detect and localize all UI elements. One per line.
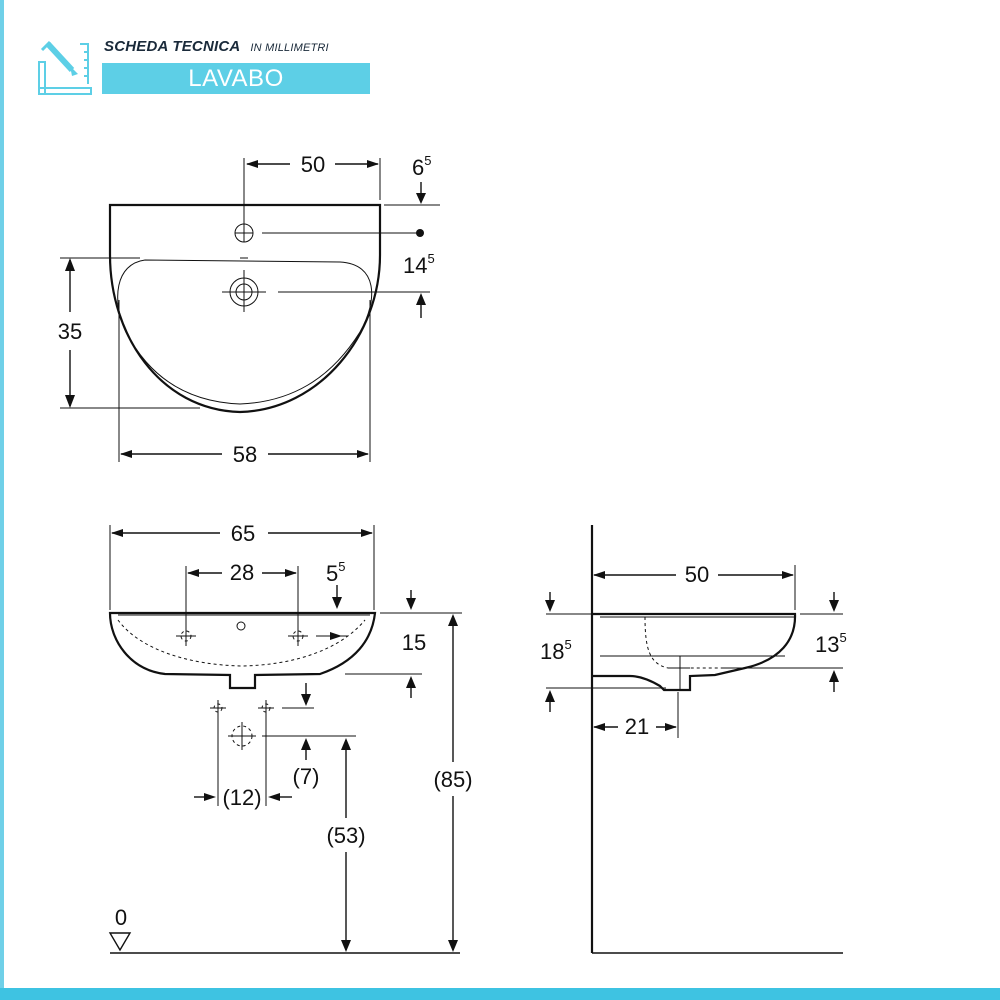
top-view: 50 65 145 35 58 [58,152,440,467]
front-outline [108,611,377,690]
bottom-frame-bar [0,988,1000,1000]
front-dim-total-width: 65 [231,521,255,546]
left-frame-bar [0,0,4,1000]
ruler-pencil-icon [38,40,92,95]
side-dim-depth: 50 [685,562,709,587]
front-dim-height: 15 [402,630,426,655]
header-subtitle: IN MILLIMETRI [250,42,329,54]
front-dim-tap-spacing: 28 [230,560,254,585]
top-dim-depth: 35 [58,319,82,344]
top-dim-tap-offset: 65 [412,153,431,180]
side-view: 50 185 135 21 [540,525,847,954]
side-dim-bowl-height: 135 [815,630,847,657]
top-dim-drain-offset: 145 [403,251,435,278]
front-dim-supply-offset: (7) [293,764,320,789]
front-view: 65 28 55 15 [108,521,473,954]
top-dim-tap-width: 50 [301,152,325,177]
header-title: SCHEDA TECNICA IN MILLIMETRI [104,38,329,55]
top-outline [108,203,382,414]
front-dim-rim-offset: 55 [326,559,345,586]
floor-level-label: 0 [115,905,127,930]
header-title-text: SCHEDA TECNICA [104,38,241,55]
level-triangle-icon [108,932,132,952]
side-dim-drain-offset: 21 [625,714,649,739]
product-band: LAVABO [102,63,370,94]
front-dim-drain-height: (53) [326,823,365,848]
side-outline [592,612,797,692]
front-dim-supply-spacing: (12) [222,785,261,810]
front-dim-total-height: (85) [433,767,472,792]
top-bowl [117,259,373,405]
top-dim-bowl-width: 58 [233,442,257,467]
side-dim-rim-height: 185 [540,637,572,664]
